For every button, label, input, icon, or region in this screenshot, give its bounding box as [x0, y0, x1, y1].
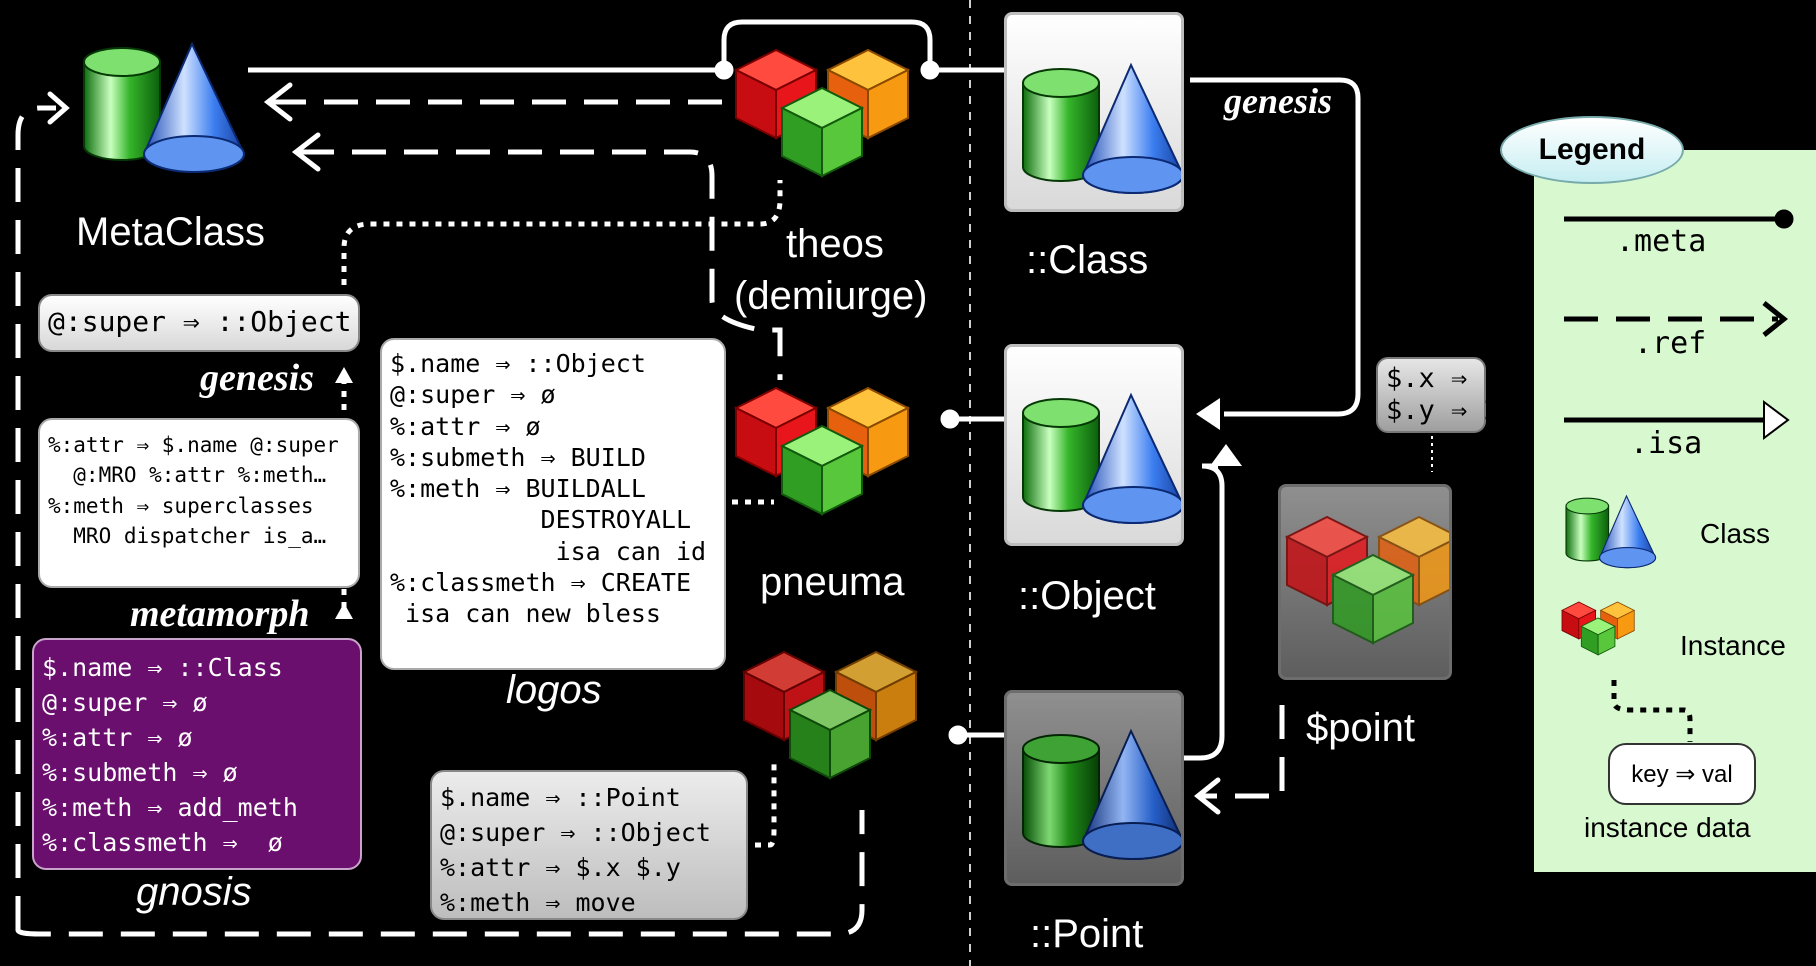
- gnosis-card-line: %:meth ⇒ add_meth: [42, 793, 298, 822]
- point-node-box: [1004, 690, 1184, 886]
- legend-instance-label: Instance: [1680, 630, 1786, 661]
- point-card-line: $.name ⇒ ::Point: [440, 783, 681, 812]
- legend-isa-arrow: [1763, 400, 1790, 440]
- legend-class-label: Class: [1700, 518, 1771, 549]
- theos-sub-label: (demiurge): [734, 274, 928, 318]
- object-label: ::Object: [1018, 574, 1156, 618]
- legend-instance-icon: [1562, 602, 1634, 655]
- legend-meta-dot: [1774, 209, 1794, 229]
- point-card-line: @:super ⇒ ::Object: [440, 818, 711, 847]
- theos-label: theos: [786, 222, 884, 266]
- legend-data-line: [1611, 680, 1693, 742]
- point-label: ::Point: [1030, 912, 1144, 956]
- legend-class-icon: [1565, 495, 1657, 569]
- metamorph-card-line: MRO dispatcher is_a…: [48, 524, 327, 549]
- logos-card-line: %:submeth ⇒ BUILD: [390, 442, 646, 472]
- genesis-left-label: genesis: [200, 357, 314, 399]
- isa-arrowheads: [1196, 398, 1242, 466]
- point-instance-data-card: $.x ⇒ 1 $.y ⇒ 2: [1376, 357, 1500, 433]
- gnosis-card-line: %:submeth ⇒ ø: [42, 758, 238, 787]
- logos-card-line: isa can new bless: [390, 599, 661, 628]
- ref-edges: [15, 99, 1285, 937]
- super-card: @:super ⇒ ::Object: [38, 294, 360, 352]
- theos-instance-icon: [736, 50, 908, 176]
- point-instance-icon: [1281, 487, 1449, 677]
- point-instance-label: $point: [1306, 706, 1415, 750]
- metamorph-card: %:attr ⇒ $.name @:super @:MRO %:attr %:m…: [38, 418, 360, 588]
- class-node-icon: [1022, 64, 1184, 194]
- gnosis-card-line: %:classmeth ⇒ ø: [42, 828, 283, 857]
- metamorph-card-line: %:meth ⇒ superclasses: [48, 493, 314, 518]
- gnosis-card-line: $.name ⇒ ::Class: [42, 653, 283, 682]
- class-label: ::Class: [1026, 238, 1149, 282]
- pneuma-label: pneuma: [760, 560, 905, 604]
- metamorph-card-line: @:MRO %:attr %:meth…: [48, 463, 327, 488]
- legend-instance-data-label: instance data: [1584, 812, 1751, 843]
- genesis-right-label: genesis: [1224, 81, 1332, 121]
- gnosis-card-line: @:super ⇒ ø: [42, 688, 208, 717]
- data-arrowheads: [335, 367, 353, 619]
- logos-label: logos: [506, 668, 602, 712]
- point-instance-box: [1278, 484, 1452, 680]
- logos-card-line: %:attr ⇒ ø: [390, 411, 541, 441]
- object-node-icon: [1022, 394, 1184, 524]
- logos-card-line: isa can id: [390, 536, 707, 566]
- metamorph-label: metamorph: [130, 593, 310, 635]
- logos-card-line: %:classmeth ⇒ CREATE: [390, 567, 692, 597]
- logos-card: $.name ⇒ ::Object @:super ⇒ ø %:attr ⇒ ø…: [380, 338, 726, 670]
- metamorph-card-line: %:attr ⇒ $.name @:super: [48, 433, 339, 457]
- logos-card-line: %:meth ⇒ BUILDALL: [390, 474, 646, 503]
- metaclass-icon: [83, 43, 245, 173]
- isa-edges: [1180, 77, 1361, 761]
- instance-data-line: $.x ⇒ 1: [1386, 363, 1500, 394]
- logos-card-line: $.name ⇒ ::Object: [390, 349, 646, 378]
- legend-meta-label: .meta: [1616, 224, 1707, 259]
- gnosis-card: $.name ⇒ ::Class @:super ⇒ ø %:attr ⇒ ø …: [32, 638, 362, 870]
- point-card-line: %:attr ⇒ $.x $.y: [440, 853, 681, 882]
- meta-edges: [248, 19, 1004, 745]
- class-node-box: [1004, 12, 1184, 212]
- legend-key-val: key ⇒ val: [1608, 743, 1756, 805]
- metaclass-label: MetaClass: [76, 210, 265, 254]
- ref-arrowheads: [47, 82, 1221, 815]
- instance-data-line: $.y ⇒ 2: [1386, 395, 1500, 427]
- logos-card-line: @:super ⇒ ø: [390, 380, 556, 410]
- point-node-icon: [1022, 730, 1184, 860]
- legend-ref-label: .ref: [1634, 326, 1707, 361]
- object-node-box: [1004, 344, 1184, 546]
- logos-card-line: DESTROYALL: [390, 505, 692, 535]
- legend-isa-label: .isa: [1630, 426, 1703, 461]
- legend-ref-arrow: [1762, 301, 1789, 337]
- legend-title: Legend: [1500, 116, 1684, 184]
- gnosis-label: gnosis: [136, 870, 252, 914]
- gnosis-card-line: %:attr ⇒ ø: [42, 723, 193, 752]
- point-card: $.name ⇒ ::Point @:super ⇒ ::Object %:at…: [430, 770, 748, 920]
- legend-svg: [1534, 209, 1794, 742]
- point-card-line: %:meth ⇒ move: [440, 888, 636, 917]
- logos-instance-icon: [744, 652, 916, 778]
- super-card-line: @:super ⇒ ::Object: [48, 305, 352, 338]
- pneuma-instance-icon: [736, 388, 908, 514]
